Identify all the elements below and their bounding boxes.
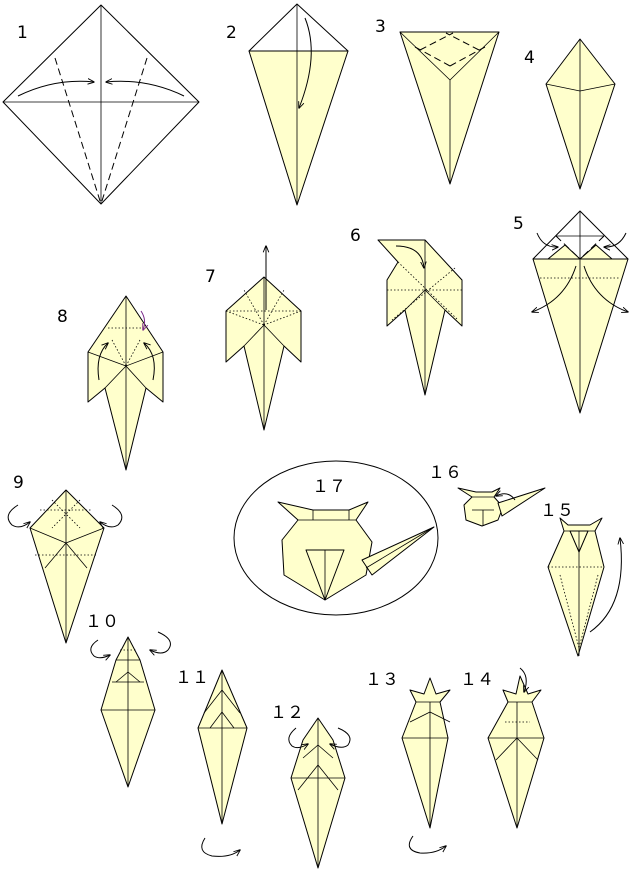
step-2-number: 2 — [226, 23, 237, 43]
step-17: １７ — [233, 460, 439, 616]
turn-over-arrow-15 — [589, 538, 621, 633]
step-9: 9 — [7, 473, 123, 644]
shape-step6 — [377, 239, 463, 396]
kite-folded — [399, 31, 500, 185]
step-3: 3 — [375, 17, 500, 185]
shape-step7 — [225, 276, 302, 431]
step-16-number: １６ — [428, 463, 462, 483]
step-13-number: １３ — [365, 670, 399, 690]
sink-arrow — [140, 310, 145, 330]
fold-arrow-left — [17, 81, 94, 97]
step-3-number: 3 — [375, 17, 386, 37]
shape-step11 — [197, 669, 248, 825]
step-13: １３ — [365, 670, 451, 854]
turn-arrow-right — [100, 504, 123, 527]
step-7-number: 7 — [205, 267, 216, 287]
step-8-number: 8 — [57, 307, 68, 327]
turn-arrow-left — [7, 504, 30, 527]
step-17-number: １７ — [312, 477, 346, 497]
pull-arrow-left — [532, 265, 577, 312]
step-14: １４ — [460, 667, 545, 829]
shape-step8 — [87, 295, 164, 471]
step-1: 1 — [2, 4, 200, 205]
kite-shape — [248, 50, 349, 206]
step-6-number: 6 — [350, 226, 361, 246]
step-6: 6 — [350, 226, 463, 396]
step-4-number: 4 — [524, 48, 535, 68]
step-8: 8 — [57, 295, 164, 471]
fold-arrow-right — [106, 81, 185, 97]
step-12-number: １２ — [270, 703, 304, 723]
fold-down-arrow — [299, 17, 312, 108]
step-10: １０ — [85, 612, 171, 788]
step-1-number: 1 — [17, 23, 28, 43]
step-16: １６ — [428, 463, 546, 527]
turn-arrow-13 — [408, 835, 446, 854]
step-14-number: １４ — [460, 670, 494, 690]
shape-step13 — [401, 677, 451, 829]
step-11-number: １１ — [175, 668, 209, 688]
step-2: 2 — [226, 3, 349, 206]
step-11: １１ — [175, 668, 248, 857]
step-12: １２ — [270, 703, 351, 869]
diamond-shape — [545, 38, 616, 190]
kite-step5 — [532, 258, 629, 414]
step-15-number: １５ — [540, 501, 574, 521]
step-5: 5 — [513, 210, 629, 414]
pull-arrow-right — [583, 265, 628, 312]
top-triangle-white — [532, 210, 629, 260]
small-flap-right — [579, 244, 613, 260]
step-7: 7 — [205, 246, 302, 431]
tail-small — [497, 487, 546, 517]
small-flap-left — [547, 244, 581, 260]
step-4: 4 — [524, 38, 616, 190]
top-flap — [248, 3, 349, 52]
step-10-number: １０ — [85, 612, 119, 632]
step-9-number: 9 — [13, 473, 24, 493]
step-15: １５ — [540, 501, 621, 657]
shape-step14 — [487, 675, 545, 829]
turn-arrow-11 — [201, 837, 240, 857]
head-small — [457, 487, 504, 527]
step-5-number: 5 — [513, 214, 524, 234]
